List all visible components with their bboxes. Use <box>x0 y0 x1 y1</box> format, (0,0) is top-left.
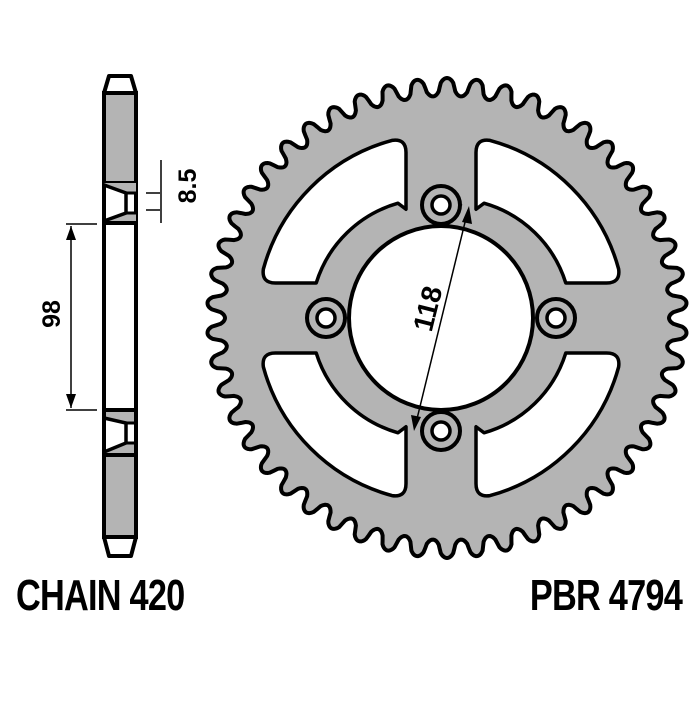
sprocket-front-view: 118 <box>205 76 689 560</box>
hub-width-dimension: 98 <box>38 223 97 411</box>
hub-width-value: 98 <box>38 300 66 328</box>
cutout-window <box>474 138 621 285</box>
bolt-hole <box>420 184 462 226</box>
side-top-cap <box>102 74 138 95</box>
bolt-hole <box>305 297 347 339</box>
part-number-label: PBR 4794 <box>529 571 683 620</box>
bolt-hole <box>535 297 577 339</box>
bolt-hole <box>420 410 462 452</box>
lightening-cutouts <box>261 138 621 498</box>
side-upper-hub <box>102 181 138 225</box>
offset-dimension: 8.5 <box>146 160 202 223</box>
side-lower-body <box>102 453 138 539</box>
bolt-holes <box>305 184 577 452</box>
side-bottom-cap <box>102 535 138 558</box>
offset-value: 8.5 <box>174 169 202 204</box>
side-profile-view: 98 8.5 <box>38 74 202 558</box>
chain-size-label: CHAIN 420 <box>16 571 185 620</box>
cutout-window <box>474 351 621 498</box>
side-middle-hub <box>102 221 138 412</box>
cutout-window <box>261 351 408 498</box>
side-upper-body <box>102 91 138 185</box>
side-lower-hub <box>102 408 138 457</box>
cutout-window <box>261 138 408 285</box>
